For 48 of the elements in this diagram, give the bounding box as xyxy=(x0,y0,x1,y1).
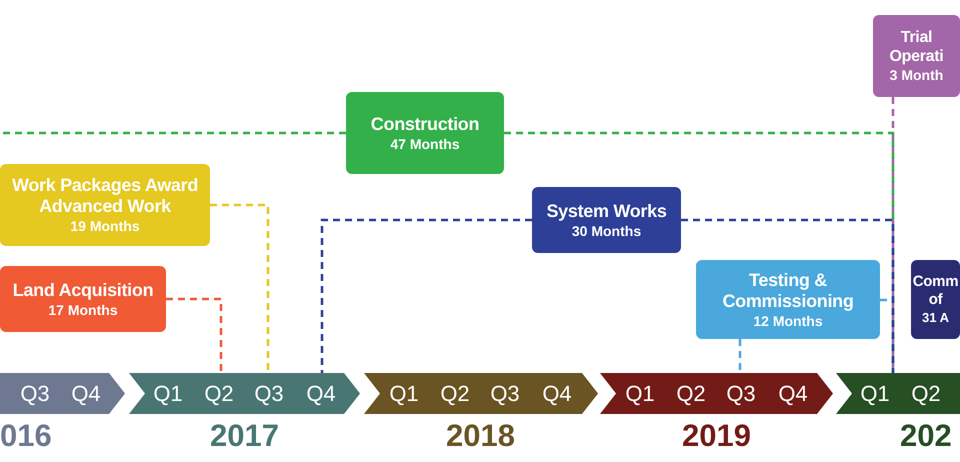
phase-box xyxy=(346,92,504,174)
phase-title: Construction xyxy=(370,114,480,134)
phase-title: Land Acquisition xyxy=(12,280,154,300)
year-label: 016 xyxy=(0,419,52,453)
quarter-label: Q2 xyxy=(676,382,706,406)
phase-duration: 3 Month xyxy=(890,66,944,84)
quarter-label: Q4 xyxy=(778,382,808,406)
phase-box xyxy=(0,266,166,332)
quarter-label: Q1 xyxy=(860,382,890,406)
connector-line xyxy=(0,132,346,134)
year-label: 2019 xyxy=(682,419,751,453)
quarter-label: Q3 xyxy=(726,382,756,406)
quarter-label: Q1 xyxy=(625,382,655,406)
phase-box xyxy=(532,187,681,253)
quarter-label: Q3 xyxy=(490,382,520,406)
phase-duration: 17 Months xyxy=(48,300,118,318)
connector-line xyxy=(738,339,742,373)
quarter-label: Q3 xyxy=(20,382,50,406)
connector-line xyxy=(681,218,894,373)
phase-box xyxy=(696,260,880,339)
phase-box xyxy=(911,260,960,339)
phase-duration: 30 Months xyxy=(572,222,642,240)
phase-title: System Works xyxy=(546,200,667,222)
connector-line xyxy=(210,204,270,373)
phase-title: Comm of xyxy=(912,272,958,308)
phase-title: Work Packages Award Advanced Work xyxy=(10,175,200,217)
phase-title: Trial Operati xyxy=(888,28,944,66)
year-label: 2018 xyxy=(446,419,515,453)
quarter-label: Q2 xyxy=(440,382,470,406)
year-label: 202 xyxy=(900,419,952,453)
phase-title: Testing & Commissioning xyxy=(721,270,855,312)
quarter-label: Q1 xyxy=(389,382,419,406)
quarter-label: Q1 xyxy=(153,382,183,406)
quarter-label: Q4 xyxy=(71,382,101,406)
quarter-label: Q2 xyxy=(204,382,234,406)
phase-duration: 12 Months xyxy=(753,312,823,330)
quarter-label: Q4 xyxy=(542,382,572,406)
quarter-label: Q4 xyxy=(306,382,336,406)
phase-duration: 31 A xyxy=(922,308,949,326)
connector-line xyxy=(166,298,222,373)
connector-line xyxy=(320,218,532,373)
phase-box xyxy=(873,15,960,97)
phase-duration: 19 Months xyxy=(70,217,140,235)
phase-box xyxy=(0,164,210,246)
phase-duration: 47 Months xyxy=(390,134,460,152)
quarter-label: Q2 xyxy=(911,382,941,406)
year-label: 2017 xyxy=(210,419,279,453)
quarter-label: Q3 xyxy=(254,382,284,406)
